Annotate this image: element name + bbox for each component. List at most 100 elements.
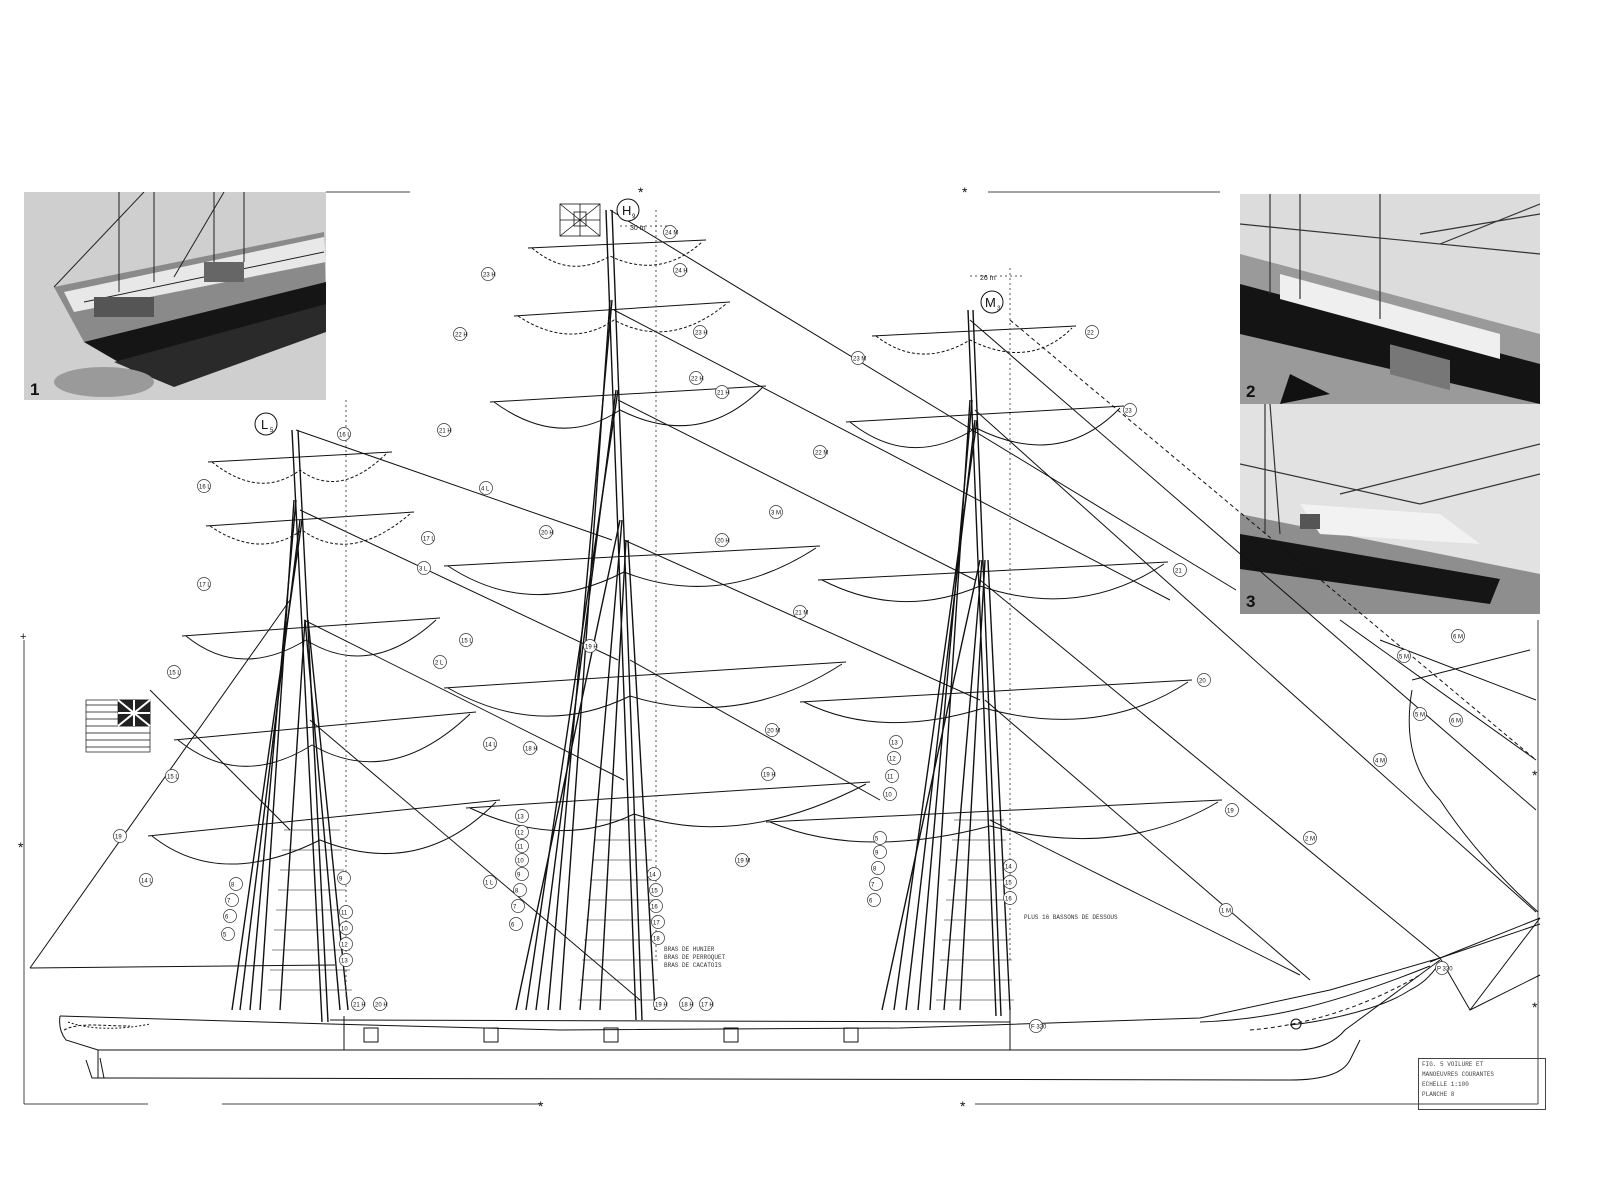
mizzen-yards [147,451,501,865]
svg-text:9: 9 [339,877,343,883]
mizzen-shroud-number: 12 [339,937,353,951]
svg-text:5: 5 [875,837,879,843]
svg-text:21 H: 21 H [353,1003,366,1009]
svg-text:2 L: 2 L [435,661,444,667]
svg-text:15: 15 [1005,881,1012,887]
fore-shroud-number: 8 [871,861,885,875]
main-shroud-number: 9 [515,867,529,881]
svg-text:22 H: 22 H [691,377,704,383]
svg-text:21 H: 21 H [717,391,730,397]
stay-label: 5 M [1397,649,1411,663]
svg-text:22: 22 [1087,331,1094,337]
fore-yard-label: 20 M [765,723,780,737]
mizzen-yard-label: 16 L [197,479,211,493]
svg-text:19 H: 19 H [655,1003,668,1009]
main-yard-label: 19 H [761,767,776,781]
main-yard-label: 21 H [715,385,730,399]
mizzen-shroud-number: 6 [223,909,237,923]
fore-shroud-number: 14 [1003,859,1017,873]
mizzen-yard-label: 19 [113,829,127,843]
fore-yard-label: 23 [1123,403,1137,417]
main-shroud-number: 10 [515,853,529,867]
deck-label: 17 H [699,997,714,1011]
main-shroud-number: 11 [515,839,529,853]
svg-text:3: 3 [997,306,1001,312]
svg-text:8: 8 [515,889,519,895]
mizzen-yard-label: 16 L [337,427,351,441]
svg-text:19: 19 [115,835,122,841]
main-yard-label: 22 H [453,327,468,341]
title-line-4: PLANCHE 8 [1422,1091,1455,1098]
svg-text:16 L: 16 L [199,485,211,491]
main-shroud-number: 6 [509,917,523,931]
svg-text:17 L: 17 L [423,537,435,543]
svg-text:24 M: 24 M [665,231,678,237]
svg-text:13: 13 [891,741,898,747]
svg-text:23 H: 23 H [695,331,708,337]
mizzen-shroud-number: 13 [339,953,353,967]
svg-text:9: 9 [875,851,879,857]
mizzen-shroud-number: 7 [225,893,239,907]
deck-label: P 320 [1435,961,1453,975]
stays [295,209,1539,1001]
ensign-flag [85,699,151,753]
main-yard-label: 18 H [523,741,538,755]
main-shroud-number: 16 [649,899,663,913]
svg-text:6 M: 6 M [1451,719,1461,725]
fore-yards [765,325,1223,843]
rigging-line-labels: 16 L16 L17 L17 L15 L15 L14 L14 L15 L1924… [113,225,1465,1033]
svg-text:17 H: 17 H [701,1003,714,1009]
main-yard-label: 20 H [539,525,554,539]
mizzen-yard-label: 14 L [139,873,153,887]
deck-label: 18 H [679,997,694,1011]
fore-yard-label: 21 [1173,563,1187,577]
mizzen-shroud-number: 9 [337,871,351,885]
svg-text:20 H: 20 H [375,1003,388,1009]
svg-text:23 M: 23 M [853,357,866,363]
fore-yard-label: 22 M [813,445,828,459]
svg-text:15 L: 15 L [169,671,181,677]
svg-text:20: 20 [1199,679,1206,685]
svg-text:20 H: 20 H [717,539,730,545]
fore-shroud-number: 6 [867,893,881,907]
main-shroud-number: 17 [651,915,665,929]
svg-text:*: * [18,839,24,855]
photo-2-midship-deck [1240,194,1540,404]
fore-yard-label: 19 M [735,853,750,867]
section-markers: * * * * * * * + [18,184,1538,1114]
main-shroud-number: 12 [515,825,529,839]
svg-text:10: 10 [517,859,524,865]
svg-text:17 L: 17 L [199,583,211,589]
main-yards [443,239,871,832]
svg-text:17: 17 [653,921,660,927]
fore-yard-label: 22 [1085,325,1099,339]
fore-shroud-number: 7 [869,877,883,891]
fore-shroud-number: 13 [889,735,903,749]
svg-text:19 H: 19 H [763,773,776,779]
fore-yard-label: 19 [1225,803,1239,817]
svg-text:5 M: 5 M [1399,655,1409,661]
svg-text:18: 18 [653,937,660,943]
stay-label: 4 L [479,481,493,495]
deck-label: 19 H [653,997,668,1011]
svg-text:3 M: 3 M [771,511,781,517]
main-flag [559,203,601,237]
svg-text:16 L: 16 L [339,433,351,439]
deck-label: 20 H [373,997,388,1011]
svg-text:15 L: 15 L [167,775,179,781]
svg-text:2 M: 2 M [1305,837,1315,843]
svg-text:20 H: 20 H [541,531,554,537]
svg-text:*: * [538,1098,544,1114]
svg-text:5: 5 [223,933,227,939]
svg-text:19: 19 [1227,809,1234,815]
stay-label: 2 M [1303,831,1317,845]
main-yard-label: 19 H [583,639,598,653]
svg-text:10: 10 [885,793,892,799]
fore-yard-label: 20 [1197,673,1211,687]
stay-label: 2 L [433,655,447,669]
main-shroud-number: 18 [651,931,665,945]
svg-text:19 H: 19 H [585,645,598,651]
sheet-frame-lines [23,191,1539,1105]
svg-text:18 H: 18 H [525,747,538,753]
svg-text:19 M: 19 M [737,859,750,865]
